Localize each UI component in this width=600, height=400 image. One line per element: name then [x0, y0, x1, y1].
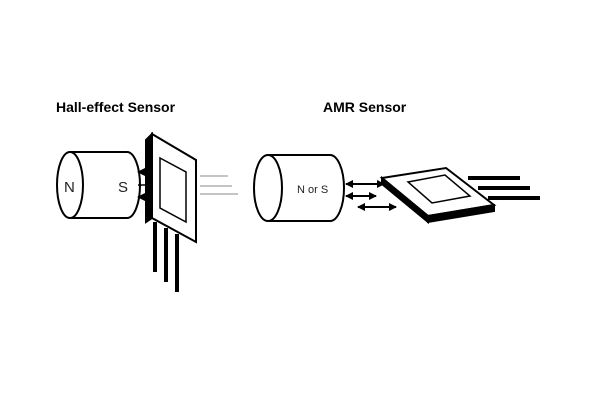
amr-magnet-pole-label: N or S: [297, 184, 328, 196]
hall-sensor-title: Hall-effect Sensor: [56, 99, 176, 115]
hall-magnet-north-label: N: [64, 179, 75, 196]
amr-sensor-title: AMR Sensor: [323, 99, 407, 115]
amr-magnet: [253, 154, 345, 222]
hall-magnet-south-label: S: [118, 179, 128, 196]
hall-sensor-leads: [153, 222, 179, 292]
amr-field-arrows: [345, 180, 397, 211]
hall-sensor-chip: [145, 131, 197, 244]
amr-sensor-leads: [468, 176, 540, 200]
hall-motion-lines: [200, 175, 238, 195]
amr-sensor-chip: [379, 166, 497, 225]
